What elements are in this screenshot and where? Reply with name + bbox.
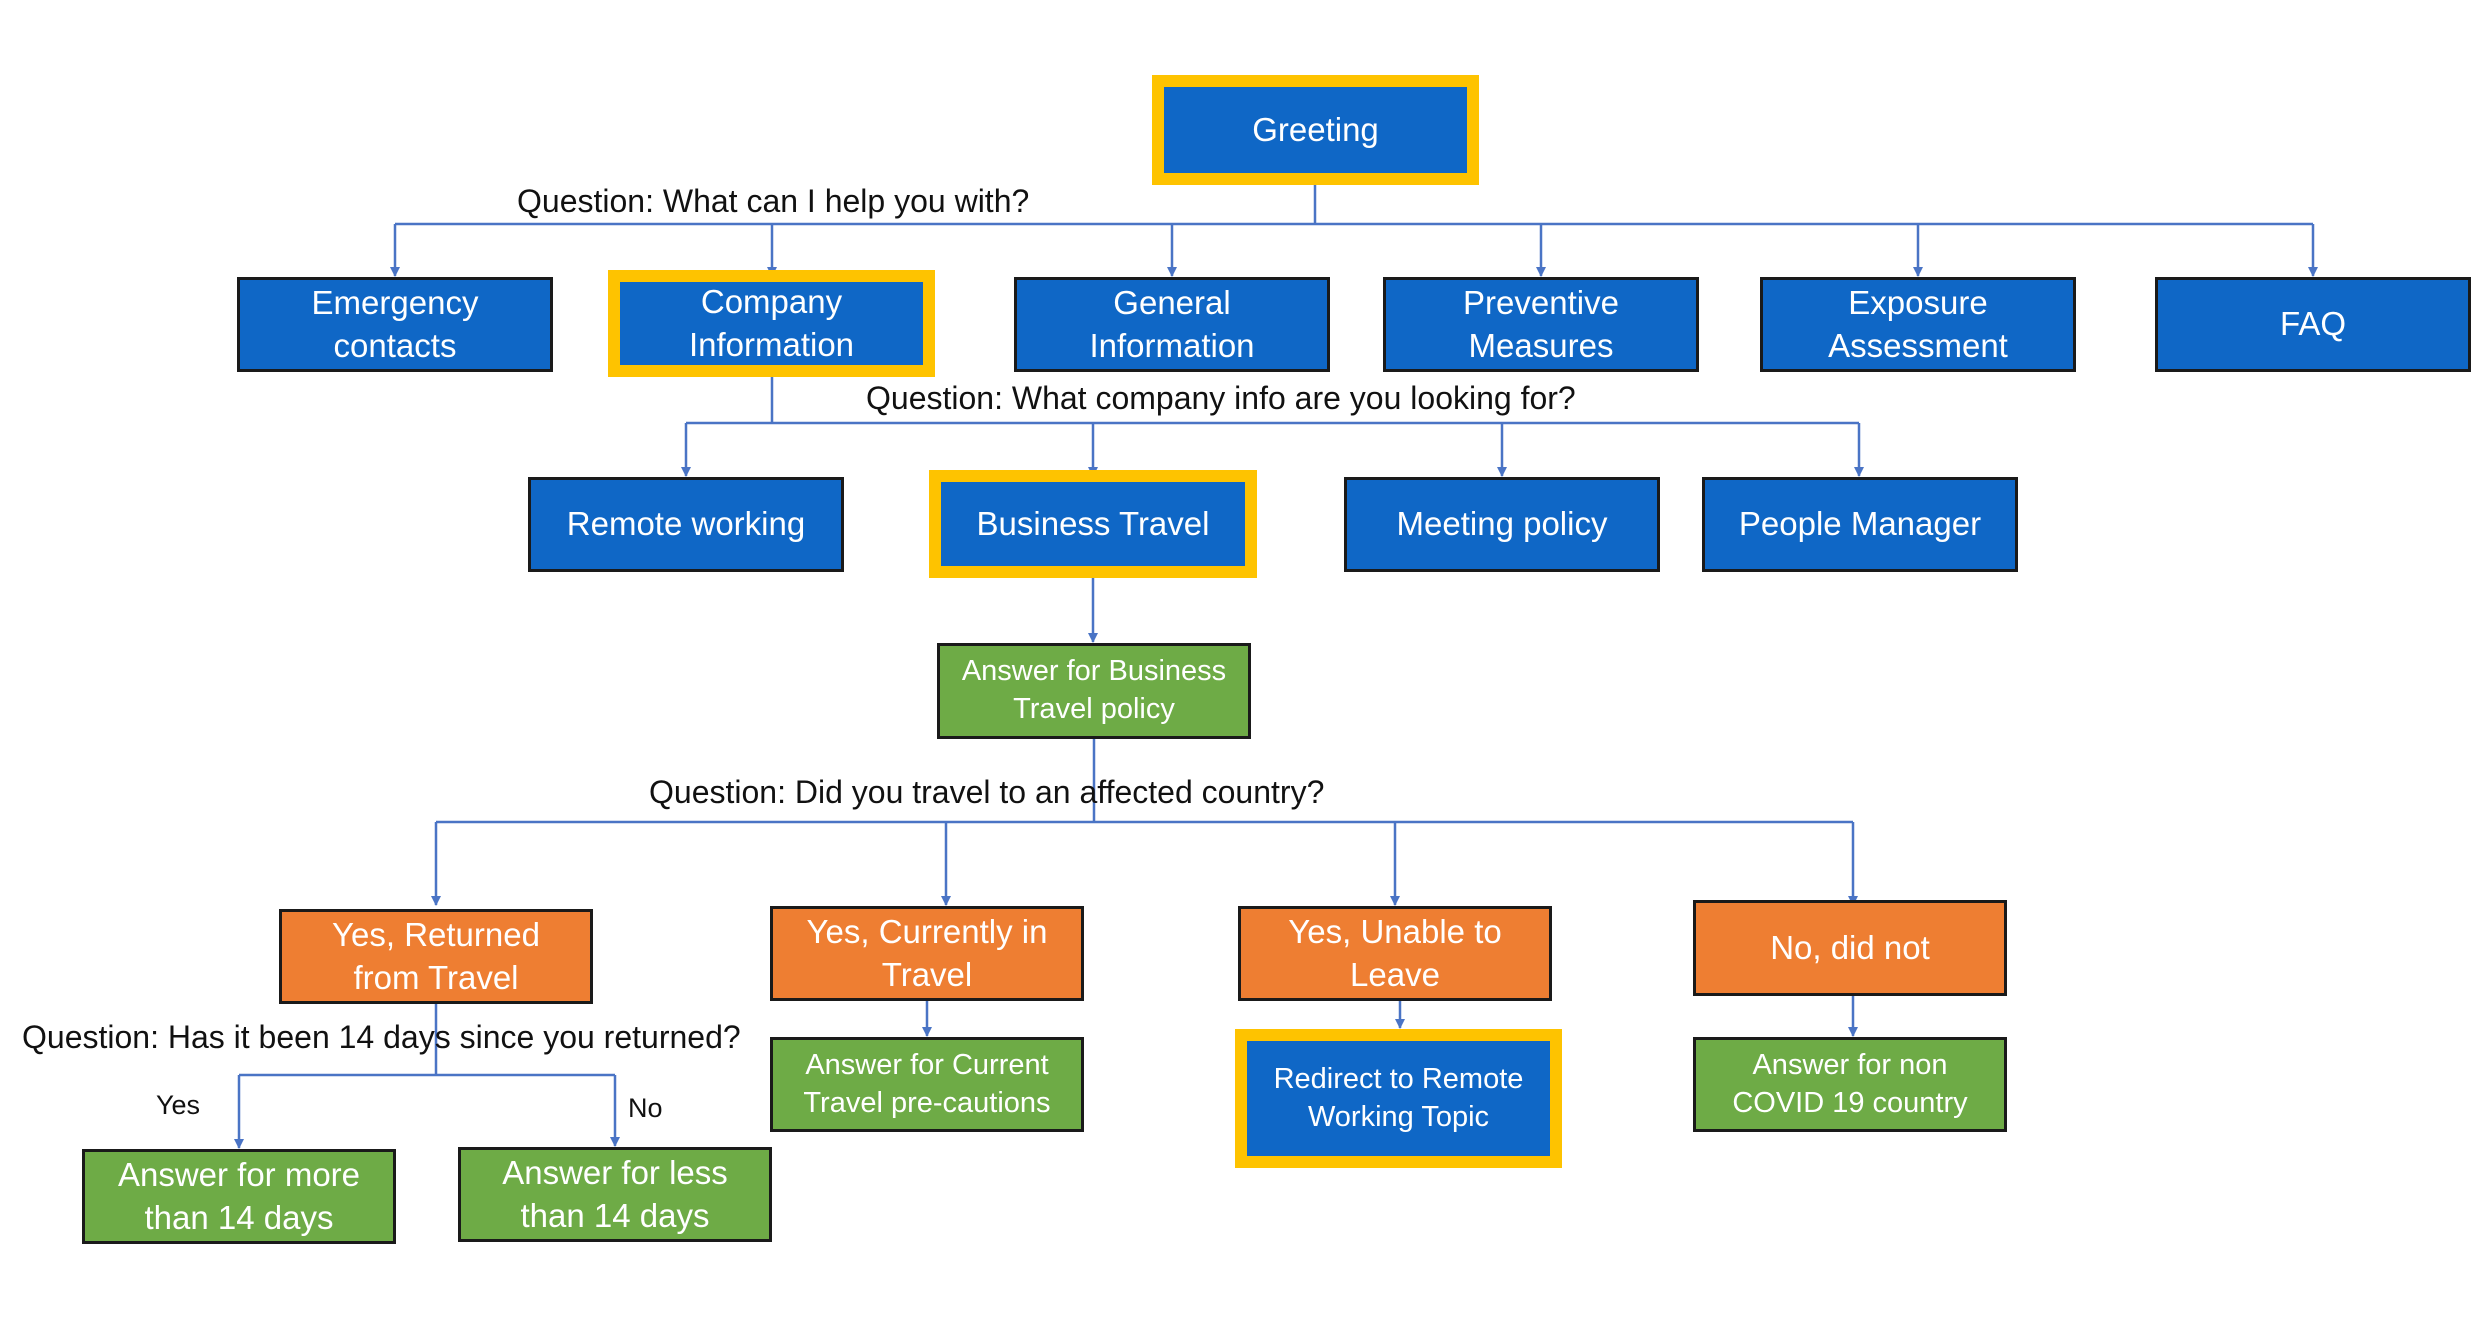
- emergency-contacts-node: Emergency contacts: [237, 277, 553, 372]
- question-affected-country-label: Question: Did you travel to an affected …: [649, 774, 1325, 810]
- people-manager-node: People Manager: [1702, 477, 2018, 572]
- preventive-measures-node: Preventive Measures: [1383, 277, 1699, 372]
- answer-more-14-node: Answer for more than 14 days: [82, 1149, 396, 1244]
- answer-current-travel-node: Answer for Current Travel pre-cautions: [770, 1037, 1084, 1132]
- no-did-not-node: No, did not: [1693, 900, 2007, 996]
- company-information-node: Company Information: [608, 270, 935, 377]
- answer-less-14-node: Answer for less than 14 days: [458, 1147, 772, 1242]
- meeting-policy-node: Meeting policy: [1344, 477, 1660, 572]
- yes-currently-node: Yes, Currently in Travel: [770, 906, 1084, 1001]
- redirect-remote-node: Redirect to Remote Working Topic: [1235, 1029, 1562, 1168]
- branch-yes-label: Yes: [156, 1090, 201, 1120]
- yes-returned-node: Yes, Returned from Travel: [279, 909, 593, 1004]
- yes-unable-node: Yes, Unable to Leave: [1238, 906, 1552, 1001]
- answer-non-covid-node: Answer for non COVID 19 country: [1693, 1037, 2007, 1132]
- business-travel-node: Business Travel: [929, 470, 1257, 578]
- question-14-days-label: Question: Has it been 14 days since you …: [22, 1019, 741, 1055]
- question-help-label: Question: What can I help you with?: [517, 183, 1030, 219]
- exposure-assessment-node: Exposure Assessment: [1760, 277, 2076, 372]
- question-company-info-label: Question: What company info are you look…: [866, 380, 1576, 416]
- branch-no-label: No: [628, 1093, 663, 1123]
- answer-business-travel-node: Answer for Business Travel policy: [937, 643, 1251, 739]
- remote-working-node: Remote working: [528, 477, 844, 572]
- greeting-node: Greeting: [1152, 75, 1479, 185]
- faq-node: FAQ: [2155, 277, 2471, 372]
- general-information-node: General Information: [1014, 277, 1330, 372]
